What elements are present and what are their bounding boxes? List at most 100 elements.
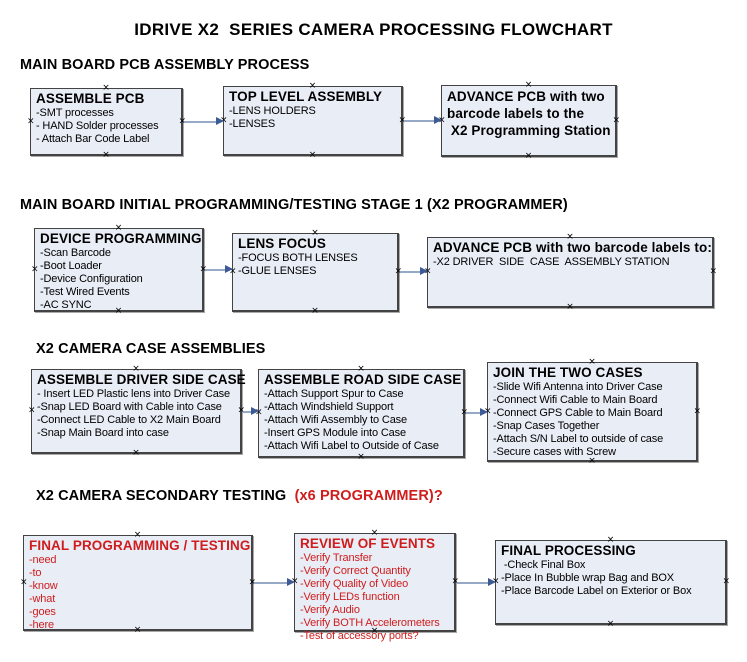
arrowhead-icon bbox=[251, 407, 259, 415]
arrowhead-icon bbox=[488, 578, 496, 586]
anchor-x-icon: × bbox=[370, 626, 379, 636]
box-line: -AC SYNC bbox=[40, 299, 92, 311]
anchor-x-icon: × bbox=[524, 80, 533, 90]
box-line: -Insert GPS Module into Case bbox=[264, 427, 406, 439]
box-line: -Attach Wifi Label to Outside of Case bbox=[264, 440, 439, 452]
box-line: -goes bbox=[29, 606, 56, 618]
box-line: -LENSES bbox=[229, 118, 276, 130]
connector-line bbox=[243, 411, 252, 413]
box-line: -Check Final Box bbox=[501, 559, 586, 571]
anchor-x-icon: × bbox=[394, 266, 402, 277]
box-title: FINAL PROCESSING bbox=[501, 543, 636, 558]
box-line: barcode labels to the bbox=[447, 106, 585, 121]
anchor-x-icon: × bbox=[566, 302, 574, 312]
box-items: -X2 DRIVER SIDE CASE ASSEMBLY STATION bbox=[433, 256, 709, 269]
anchor-x-icon: × bbox=[114, 306, 123, 316]
box-line: -Verify BOTH Accelerometers bbox=[300, 617, 440, 629]
box-title: JOIN THE TWO CASES bbox=[493, 365, 643, 380]
connector-line bbox=[205, 269, 226, 271]
anchor-x-icon: × bbox=[524, 151, 533, 161]
anchor-x-icon: × bbox=[722, 576, 730, 587]
flow-box-assemble-road-side-case[interactable]: ASSEMBLE ROAD SIDE CASE -Attach Support … bbox=[255, 364, 468, 462]
box-line: -LENS HOLDERS bbox=[229, 105, 316, 117]
anchor-x-icon: × bbox=[308, 81, 317, 91]
flow-box-join-the-two-cases[interactable]: JOIN THE TWO CASES -Slide Wifi Antenna i… bbox=[484, 357, 701, 466]
box-title: ADVANCE PCB with two barcode labels to: bbox=[433, 240, 712, 255]
box-line: -to bbox=[29, 567, 42, 579]
flow-box-device-programming[interactable]: DEVICE PROGRAMMING -Scan Barcode-Boot Lo… bbox=[31, 223, 207, 316]
box-line: -Snap LED Board with Cable into Case bbox=[37, 401, 222, 413]
section-header-text: X2 CAMERA SECONDARY TESTING bbox=[36, 488, 291, 504]
anchor-x-icon: × bbox=[237, 405, 245, 416]
section-header-text: MAIN BOARD INITIAL PROGRAMMING/TESTING S… bbox=[20, 197, 568, 213]
anchor-x-icon: × bbox=[588, 456, 596, 466]
box-line: -Slide Wifi Antenna into Driver Case bbox=[493, 381, 663, 393]
anchor-x-icon: × bbox=[693, 406, 701, 416]
box-line: -what bbox=[29, 593, 56, 605]
section-header-case-assemblies: X2 CAMERA CASE ASSEMBLIES bbox=[36, 341, 265, 357]
box-line: -Test of accessory ports? bbox=[300, 630, 419, 642]
box-line: -Attach Support Spur to Case bbox=[264, 388, 404, 400]
page-title: IDRIVE X2 SERIES CAMERA PROCESSING FLOWC… bbox=[134, 20, 613, 39]
flow-box-review-of-events[interactable]: REVIEW OF EVENTS -Verify Transfer-Verify… bbox=[291, 529, 459, 643]
arrowhead-icon bbox=[287, 578, 295, 586]
section-header-secondary-testing: X2 CAMERA SECONDARY TESTING (x6 PROGRAMM… bbox=[36, 488, 443, 504]
box-title: ASSEMBLE ROAD SIDE CASE bbox=[264, 372, 462, 387]
box-line: -GLUE LENSES bbox=[238, 265, 317, 277]
flow-box-top-level-assembly[interactable]: TOP LEVEL ASSEMBLY -LENS HOLDERS-LENSES … bbox=[220, 81, 406, 160]
anchor-x-icon: × bbox=[588, 357, 596, 367]
box-line: -Boot Loader bbox=[40, 260, 102, 272]
flow-box-assemble-pcb[interactable]: ASSEMBLE PCB -SMT processes- HAND Solder… bbox=[27, 84, 186, 160]
box-line: -Connect LED Cable to X2 Main Board bbox=[37, 414, 221, 426]
box-line: -Verify Correct Quantity bbox=[300, 565, 411, 577]
anchor-x-icon: × bbox=[311, 228, 319, 238]
box-title: ASSEMBLE PCB bbox=[36, 91, 145, 106]
box-items: -need-to-know-what-goes-here bbox=[29, 554, 248, 632]
box-line: -Verify Audio bbox=[300, 604, 360, 616]
box-line: -Connect Wifi Cable to Main Board bbox=[493, 394, 658, 406]
flow-box-assemble-driver-side-case[interactable]: ASSEMBLE DRIVER SIDE CASE - Insert LED P… bbox=[28, 364, 246, 458]
anchor-x-icon: × bbox=[709, 266, 717, 277]
box-line: -Place Barcode Label on Exterior or Box bbox=[501, 585, 692, 597]
box-line: -know bbox=[29, 580, 58, 592]
arrowhead-icon bbox=[480, 408, 488, 416]
box-title: REVIEW OF EVENTS bbox=[300, 536, 436, 551]
anchor-x-icon: × bbox=[606, 535, 615, 545]
anchor-x-icon: × bbox=[606, 619, 615, 629]
anchor-x-icon: × bbox=[133, 625, 142, 635]
anchor-x-icon: × bbox=[102, 150, 110, 160]
anchor-x-icon: × bbox=[357, 364, 365, 374]
anchor-x-icon: × bbox=[612, 115, 620, 125]
connector-line bbox=[254, 582, 288, 584]
flow-box-final-programming-testing[interactable]: FINAL PROGRAMMING / TESTING -need-to-kno… bbox=[20, 530, 256, 635]
box-line: -Attach S/N Label to outside of case bbox=[493, 433, 664, 445]
anchor-x-icon: × bbox=[114, 223, 123, 233]
anchor-x-icon: × bbox=[178, 116, 186, 126]
flow-box-advance-pcb-driver-side[interactable]: ADVANCE PCB with two barcode labels to: … bbox=[424, 232, 717, 312]
anchor-x-icon: × bbox=[460, 407, 468, 418]
flow-box-final-processing[interactable]: FINAL PROCESSING -Check Final Box -Place … bbox=[492, 535, 730, 629]
box-line: - HAND Solder processes bbox=[36, 120, 159, 132]
anchor-x-icon: × bbox=[28, 405, 36, 416]
box-line: -need bbox=[29, 554, 57, 566]
flow-box-lens-focus[interactable]: LENS FOCUS -FOCUS BOTH LENSES-GLUE LENSE… bbox=[229, 228, 402, 316]
arrowhead-icon bbox=[420, 267, 428, 275]
flow-box-advance-pcb-programming-station[interactable]: ADVANCE PCB with two barcode labels to th… bbox=[438, 80, 620, 161]
anchor-x-icon: × bbox=[133, 530, 142, 540]
anchor-x-icon: × bbox=[132, 448, 140, 458]
box-line: X2 Programming Station bbox=[447, 123, 611, 138]
box-line: -FOCUS BOTH LENSES bbox=[238, 252, 358, 264]
box-line: ADVANCE PCB with two bbox=[447, 89, 605, 104]
anchor-x-icon: × bbox=[31, 264, 39, 274]
box-title: ASSEMBLE DRIVER SIDE CASE bbox=[37, 372, 246, 387]
box-line: -Snap Main Board into case bbox=[37, 427, 169, 439]
box-line: - Attach Bar Code Label bbox=[36, 133, 150, 145]
box-line: -Connect GPS Cable to Main Board bbox=[493, 407, 663, 419]
box-line: - Insert LED Plastic lens into Driver Ca… bbox=[37, 388, 230, 400]
box-line: -Snap Cases Together bbox=[493, 420, 600, 432]
anchor-x-icon: × bbox=[357, 452, 365, 462]
section-header-text: X2 CAMERA CASE ASSEMBLIES bbox=[36, 341, 266, 357]
anchor-x-icon: × bbox=[132, 364, 140, 374]
anchor-x-icon: × bbox=[27, 116, 35, 126]
anchor-x-icon: × bbox=[566, 232, 574, 242]
